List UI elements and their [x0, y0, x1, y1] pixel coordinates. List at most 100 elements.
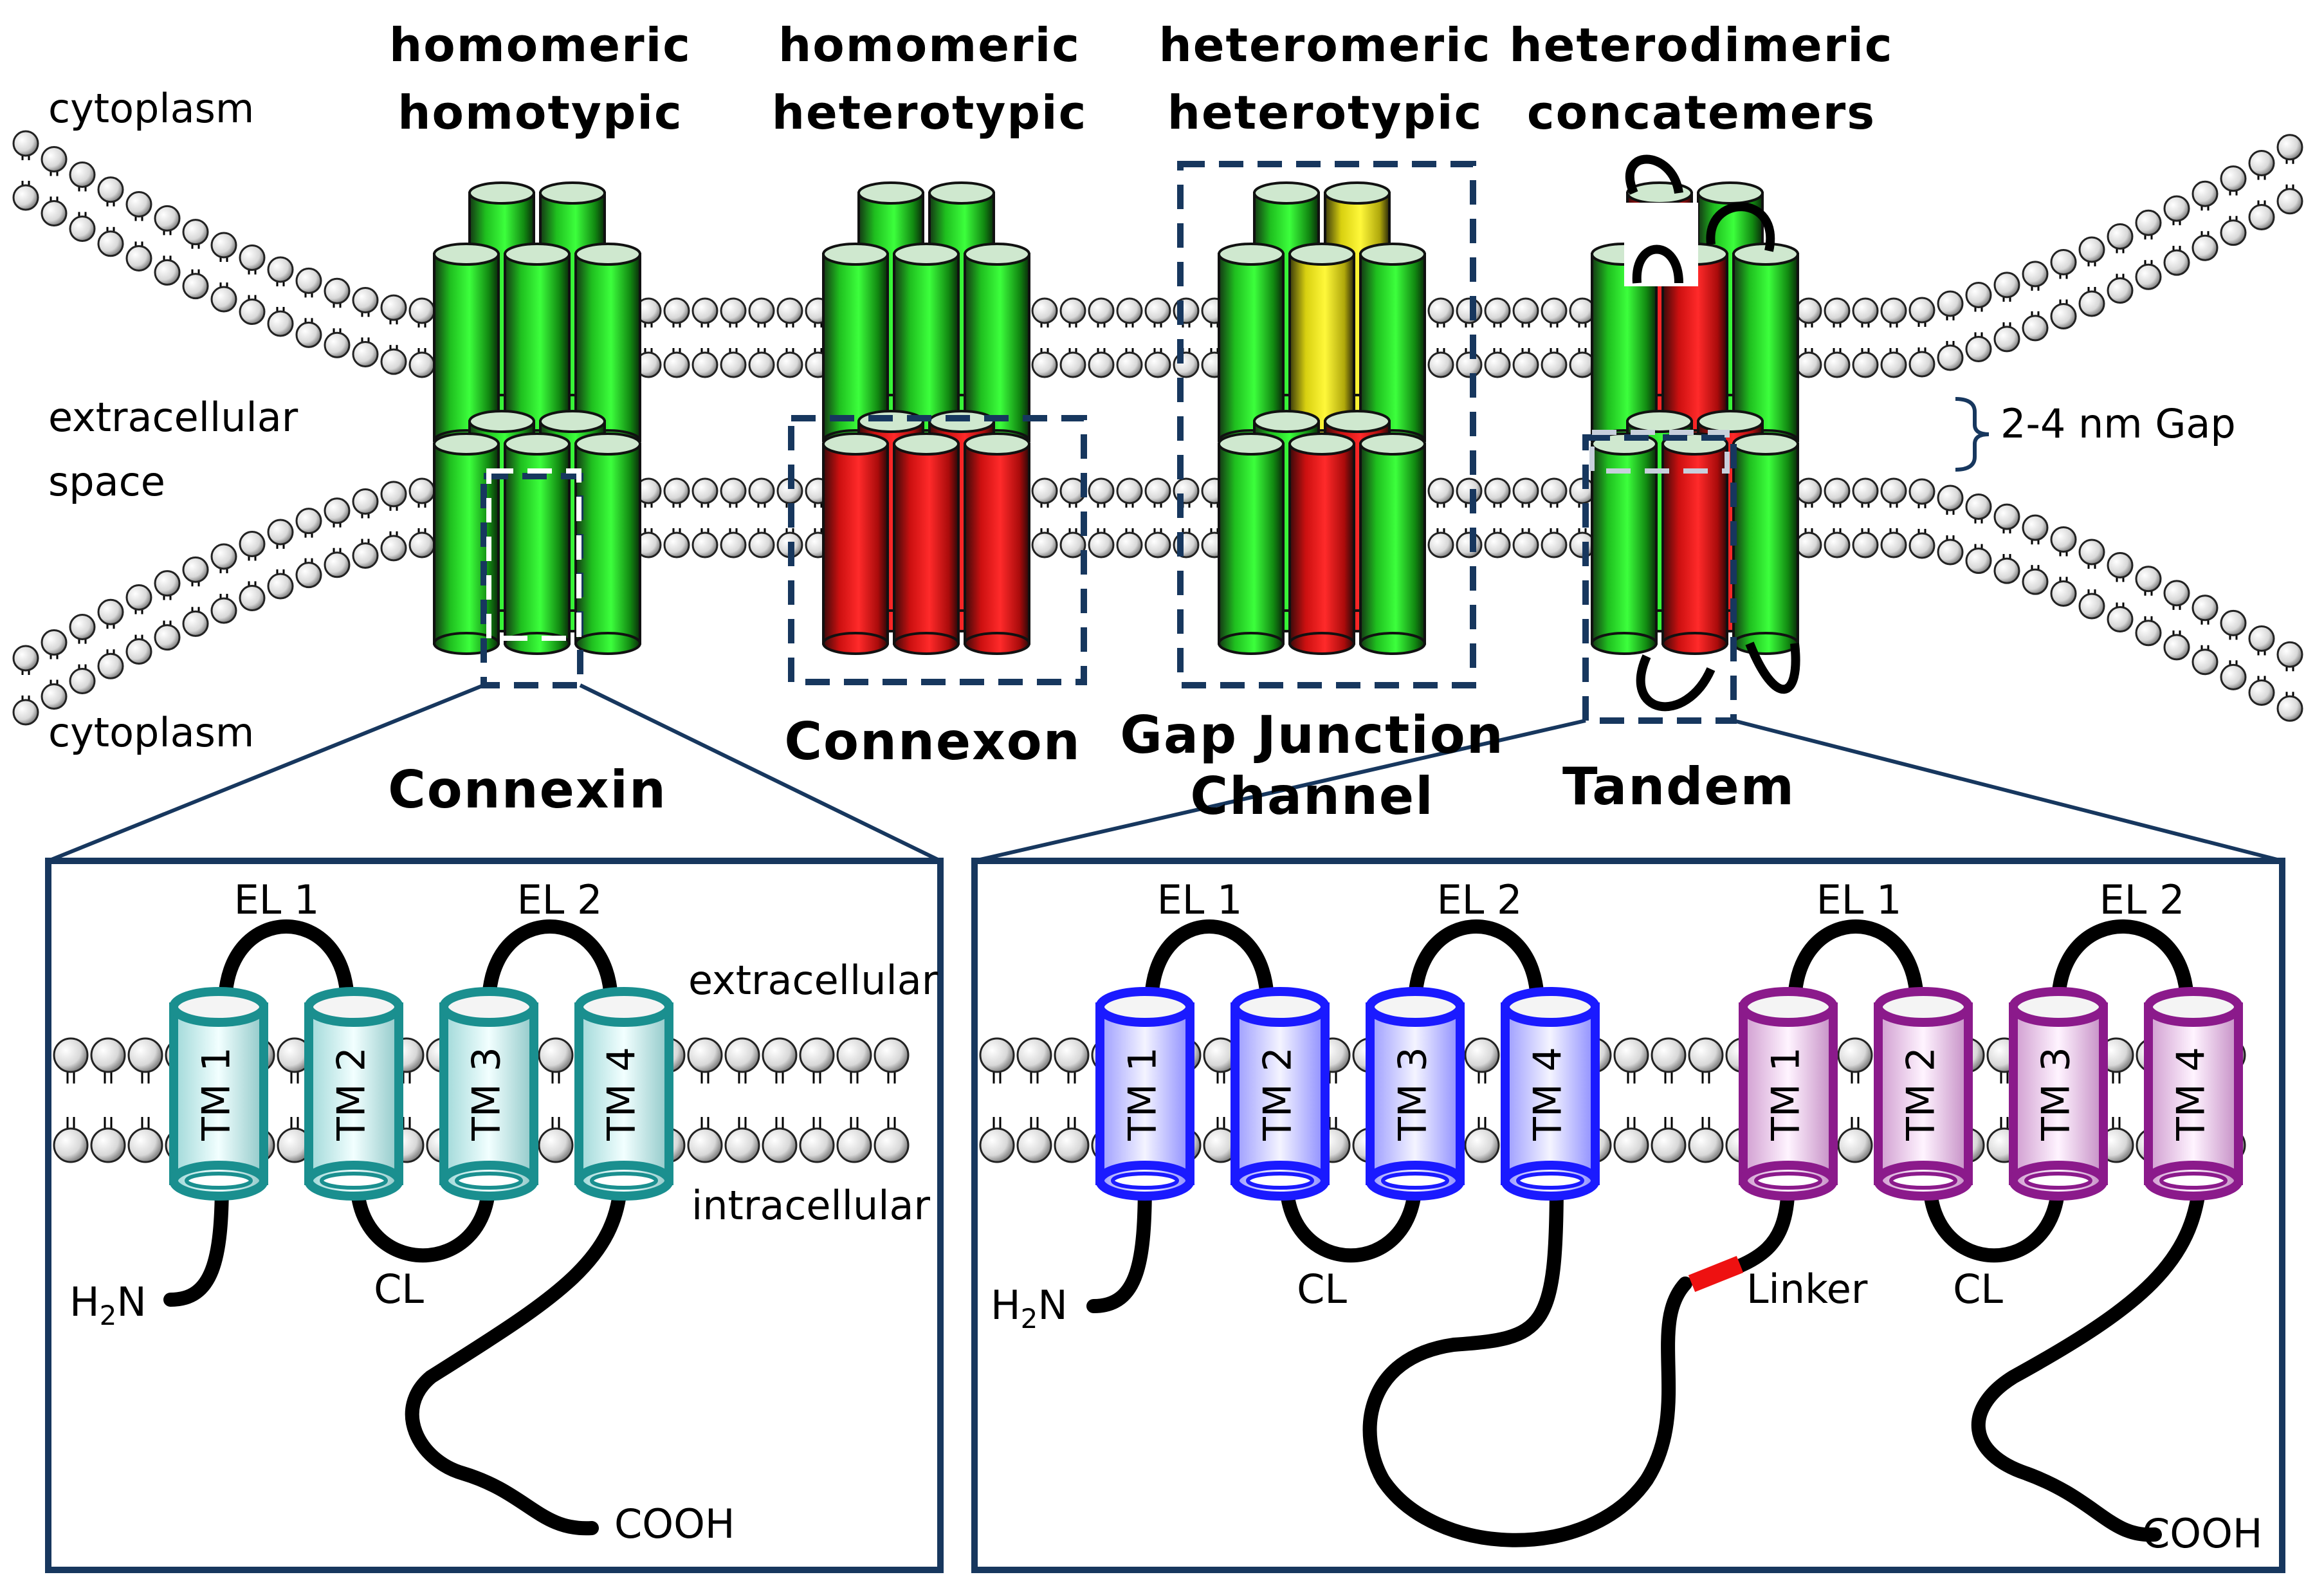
lipid: [182, 269, 209, 300]
lipid: [267, 256, 294, 287]
lipid: [210, 543, 237, 573]
lipid: [2163, 246, 2190, 276]
lipid: [90, 1117, 126, 1163]
right-a-tm4-label: TM 4: [1526, 1047, 1571, 1141]
subunit-cylinder: [574, 432, 641, 655]
left-n-terminus: [163, 1174, 229, 1307]
lipid: [12, 130, 39, 160]
lipid: [1908, 347, 1935, 378]
lipid: [125, 634, 152, 665]
lipid: [776, 348, 803, 378]
lipid: [874, 1037, 910, 1083]
lipid: [324, 277, 351, 308]
lipid: [720, 348, 747, 378]
lipid: [2078, 236, 2105, 266]
lipid: [12, 645, 39, 675]
tandem-panel-frame: [971, 858, 2285, 1573]
left-tm2: TM 2: [304, 987, 403, 1201]
lipid: [1203, 1037, 1239, 1083]
lipid: [1456, 528, 1483, 558]
right-b-tm2-label: TM 2: [1899, 1047, 1944, 1141]
lipid: [2050, 299, 2077, 329]
group-3-line2: heterotypic: [1167, 86, 1483, 140]
lipid: [1795, 528, 1822, 558]
lipid: [2135, 209, 2162, 240]
left-tm3: TM 3: [439, 987, 538, 1201]
lipid: [2276, 184, 2303, 215]
lipid: [408, 348, 435, 378]
lipid: [2191, 231, 2219, 261]
lipid: [1613, 1117, 1649, 1163]
lipid: [663, 528, 690, 558]
lipid: [295, 558, 322, 589]
lipid: [352, 286, 379, 317]
right-a-el2-label: EL 2: [1437, 876, 1523, 923]
connexin-panel-frame: [45, 858, 944, 1573]
lipid: [1464, 1037, 1500, 1083]
lipid: [1937, 290, 1964, 320]
lipid: [41, 679, 68, 710]
lipid: [380, 531, 407, 562]
lipid: [1484, 477, 1511, 508]
right-b-el2-label: EL 2: [2100, 876, 2185, 923]
lipid: [1016, 1117, 1052, 1163]
lipid: [154, 255, 181, 286]
lipid: [1993, 272, 2020, 302]
left-intracellular-label: intracellular: [691, 1182, 931, 1229]
lipid: [295, 318, 322, 348]
lipid: [2276, 641, 2303, 672]
lipid: [127, 1117, 163, 1163]
lipid: [762, 1117, 798, 1163]
right-a-tm3: TM 3: [1366, 987, 1465, 1201]
lipid: [1824, 348, 1851, 378]
lipid: [1116, 477, 1143, 508]
lipid: [1512, 297, 1539, 327]
right-n-terminus-label: H2N: [991, 1282, 1068, 1334]
right-a-tm2-label: TM 2: [1256, 1047, 1301, 1141]
lipid: [1837, 1117, 1873, 1163]
lipid: [2163, 630, 2190, 661]
left-c-terminus: [405, 1174, 628, 1536]
group-3-line1: heteromeric: [1158, 18, 1491, 72]
gap-size-label: 2-4 nm Gap: [2000, 400, 2236, 447]
lipid: [1651, 1037, 1687, 1083]
lipid: [748, 297, 775, 327]
lipid: [1795, 477, 1822, 508]
caption-tandem: Tandem: [1562, 757, 1795, 816]
lipid: [776, 297, 803, 327]
cytoplasm-top-label: cytoplasm: [48, 85, 254, 132]
lipid: [1993, 322, 2020, 353]
lipid: [2107, 551, 2134, 582]
lipid: [69, 161, 96, 192]
lipid: [687, 1117, 723, 1163]
lipid: [69, 664, 96, 695]
caption-gap-junction-2: Channel: [1190, 766, 1434, 826]
lipid: [1688, 1037, 1724, 1083]
lipid: [1059, 477, 1086, 508]
lipid: [2248, 150, 2275, 180]
lipid: [125, 241, 152, 272]
lipid: [748, 528, 775, 558]
caption-gap-junction-1: Gap Junction: [1120, 705, 1504, 765]
lipid: [1116, 528, 1143, 558]
left-tm1-label: TM 1: [194, 1047, 239, 1141]
lipid: [210, 593, 237, 624]
lipid: [1484, 297, 1511, 327]
lipid: [538, 1117, 574, 1163]
lipid: [324, 548, 351, 578]
lipid: [267, 569, 294, 600]
right-a-tm1-label: TM 1: [1121, 1047, 1166, 1141]
lipid: [1464, 1117, 1500, 1163]
lipid: [2022, 311, 2049, 342]
lipid: [1427, 528, 1454, 558]
lipid: [1059, 528, 1086, 558]
lipid: [687, 1037, 723, 1083]
lipid: [352, 539, 379, 569]
lipid: [1908, 478, 1935, 508]
lipid: [1993, 554, 2020, 584]
lipid: [2248, 625, 2275, 656]
lipid: [2022, 261, 2049, 291]
lipid: [663, 477, 690, 508]
lipid: [1031, 528, 1058, 558]
